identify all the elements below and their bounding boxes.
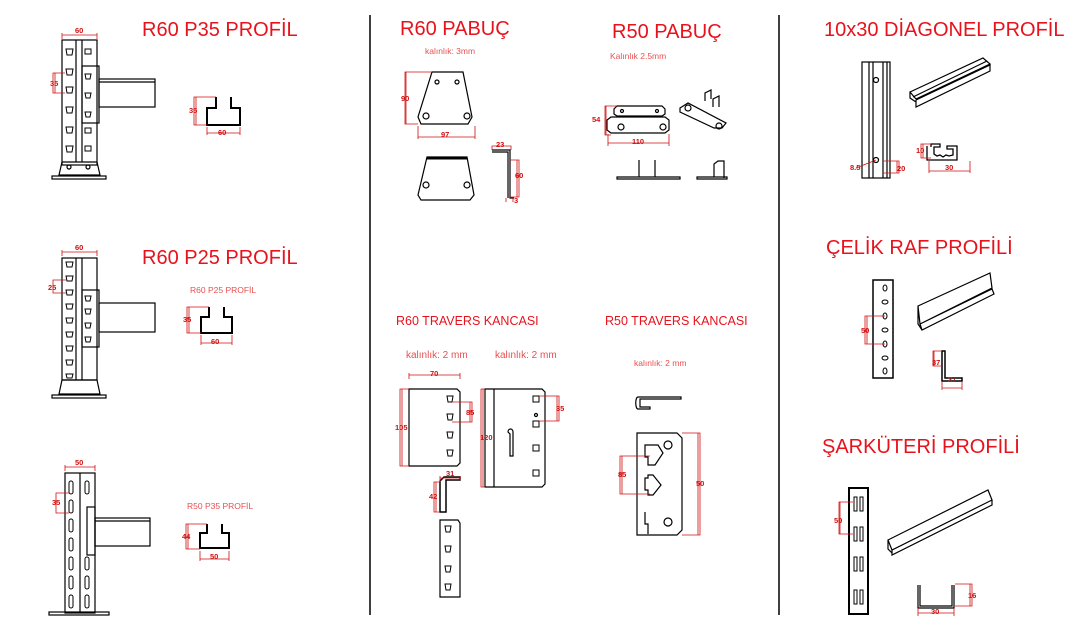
dim-label: 50 xyxy=(834,516,843,525)
dim-label: 60 xyxy=(75,26,84,35)
dim-label: 70 xyxy=(430,369,439,378)
dim-label: 60 xyxy=(515,171,524,180)
dim-label: 37 xyxy=(932,358,941,367)
r60-pabuc-drawing xyxy=(417,71,514,201)
note-r60-p25-profil: R60 P25 PROFİL xyxy=(190,285,257,295)
dim-label: 35 xyxy=(50,79,59,88)
dim-label: 25 xyxy=(48,283,57,292)
sarkuteri-drawing xyxy=(848,487,993,615)
dim-label: 35 xyxy=(556,404,565,413)
title-diagonel-profil: 10x30 DİAGONEL PROFİL xyxy=(824,19,1065,41)
dim-label: 50 xyxy=(75,458,84,467)
dim-label: 60 xyxy=(211,337,220,346)
note-r50-p35-profil: R50 P35 PROFİL xyxy=(187,501,254,511)
note-r60-travers-thickness-2: kalınlık: 2 mm xyxy=(495,350,557,361)
r50-p35-section xyxy=(199,524,230,549)
dim-label: 37 xyxy=(948,375,957,384)
note-r60-pabuc-thickness: kalınlık: 3mm xyxy=(425,46,476,56)
dim-label: 31 xyxy=(446,469,455,478)
dim-label: 3 xyxy=(514,196,519,205)
dim-label: 50 xyxy=(210,552,219,561)
dim-label: 23 xyxy=(496,140,505,149)
r60-p35-section xyxy=(206,97,241,126)
title-sarkuteri-profili: ŞARKÜTERİ PROFİLİ xyxy=(822,436,1020,458)
title-r60-travers-kancasi: R60 TRAVERS KANCASI xyxy=(396,314,539,328)
dim-label: 60 xyxy=(75,243,84,252)
diagonel-drawing xyxy=(861,57,992,179)
dim-label: 35 xyxy=(183,315,192,324)
title-r60-pabuc: R60 PABUÇ xyxy=(400,18,510,40)
celik-raf-drawing xyxy=(872,272,995,382)
dim-label: 30 xyxy=(945,163,954,172)
r60-p25-upright xyxy=(51,257,156,399)
dim-label: 85 xyxy=(466,408,475,417)
dim-label: 120 xyxy=(480,433,493,442)
dim-label: 50 xyxy=(696,479,705,488)
dim-label: 30 xyxy=(931,607,940,616)
r50-travers-drawing xyxy=(635,396,683,536)
title-r50-travers-kancasi: R50 TRAVERS KANCASI xyxy=(605,314,748,328)
note-r50-pabuc-thickness: Kalınlık 2.5mm xyxy=(610,51,667,61)
dim-label: 44 xyxy=(182,532,191,541)
dim-label: 85 xyxy=(618,470,627,479)
dim-label: 20 xyxy=(897,164,906,173)
note-r50-travers-thickness: kalınlık: 2 mm xyxy=(634,358,687,368)
dim-label: 90 xyxy=(401,94,410,103)
r50-pabuc-drawing xyxy=(606,89,728,180)
r50-p35-upright xyxy=(48,472,151,616)
dim-label: 16 xyxy=(968,591,977,600)
dim-label: 8.5 xyxy=(850,163,861,172)
dim-label: 60 xyxy=(218,128,227,137)
dim-label: 54 xyxy=(592,115,601,124)
dim-label: 50 xyxy=(861,326,870,335)
dim-label: 10 xyxy=(916,146,925,155)
dim-label: 110 xyxy=(632,137,645,146)
title-celik-raf-profili: ÇELİK RAF PROFİLİ xyxy=(826,237,1013,259)
title-r60-p25-profil: R60 P25 PROFİL xyxy=(142,247,298,269)
title-r60-p35-profil: R60 P35 PROFİL xyxy=(142,19,298,41)
note-r60-travers-thickness-1: kalınlık: 2 mm xyxy=(406,350,468,361)
dim-label: 35 xyxy=(52,498,61,507)
dimension-lines xyxy=(52,33,973,616)
r60-p25-section xyxy=(200,307,233,334)
dim-label: 105 xyxy=(395,423,408,432)
dim-label: 42 xyxy=(429,492,438,501)
r60-p35-upright xyxy=(51,39,156,180)
dim-label: 97 xyxy=(441,130,450,139)
dim-label: 35 xyxy=(189,106,198,115)
title-r50-pabuc: R50 PABUÇ xyxy=(612,21,722,43)
